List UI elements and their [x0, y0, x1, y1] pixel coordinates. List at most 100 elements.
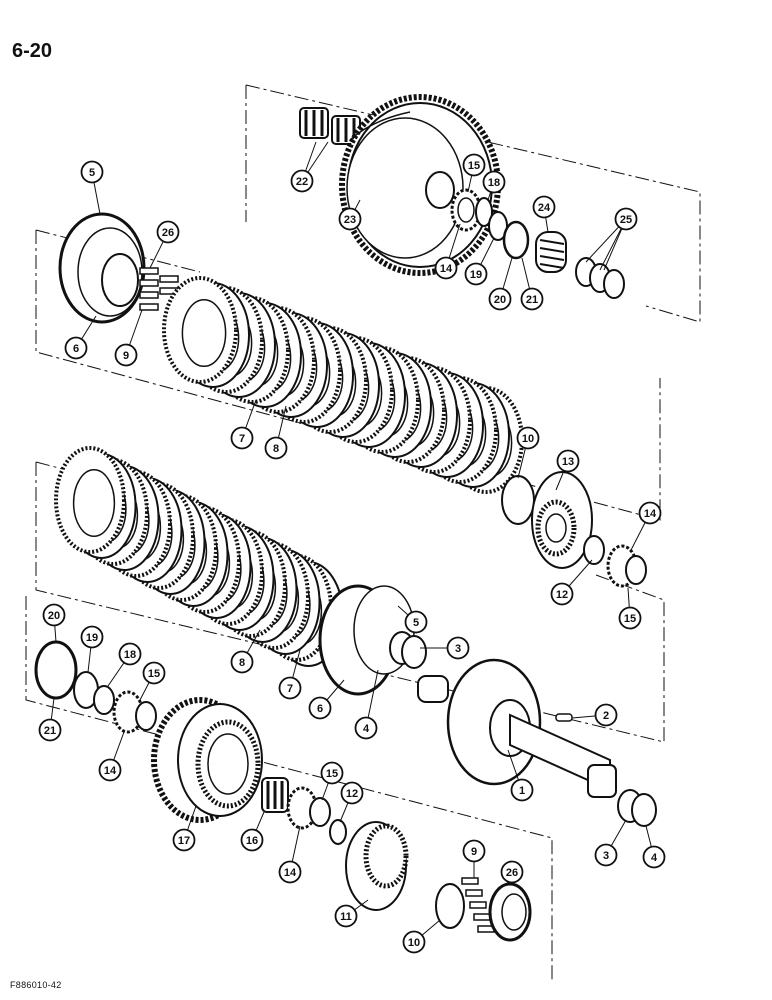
callout-number-15: 15 — [148, 668, 160, 680]
callout-circle — [642, 845, 666, 869]
callout-number-3: 3 — [455, 643, 461, 655]
callout-number-9: 9 — [471, 846, 477, 858]
lower-panel-outline — [35, 462, 665, 743]
callout-circle — [98, 758, 122, 782]
callout-circle — [532, 195, 556, 219]
callout-number-11: 11 — [340, 911, 352, 923]
callout-circle — [516, 426, 540, 450]
callout-circle — [354, 716, 378, 740]
snap-ring-18-lower — [93, 685, 115, 715]
callout-circle — [142, 661, 166, 685]
callout-circle — [64, 336, 88, 360]
callout-number-4: 4 — [363, 723, 370, 735]
seal-ring-25c — [603, 269, 625, 299]
callout-circle — [462, 839, 486, 863]
middle-assembly — [58, 212, 647, 588]
snap-ring-10-lower — [435, 883, 465, 929]
callout-circle — [278, 860, 302, 884]
callout-number-21: 21 — [44, 725, 56, 737]
callout-circle — [404, 610, 428, 634]
snap-ring-10-middle — [501, 475, 535, 525]
callout-number-6: 6 — [317, 703, 323, 715]
thrust-washer-12-middle — [583, 535, 605, 565]
callout-number-15: 15 — [624, 613, 636, 625]
callout-number-24: 24 — [538, 202, 551, 214]
callout-number-14: 14 — [440, 263, 453, 275]
callout-number-14: 14 — [644, 508, 657, 520]
callout-circle — [278, 676, 302, 700]
callout-circle — [240, 828, 264, 852]
callout-number-21: 21 — [526, 294, 538, 306]
callout-circle — [230, 426, 254, 450]
tapered-bearing-lower-left — [112, 690, 157, 734]
snap-ring-18-upper — [475, 197, 493, 227]
pin-2 — [555, 713, 573, 722]
callout-number-19: 19 — [470, 269, 482, 281]
callout-circle — [38, 718, 62, 742]
callout-circle — [520, 287, 544, 311]
callout-circle — [462, 153, 486, 177]
tapered-bearing-lower-right — [286, 786, 331, 830]
callout-circle — [594, 703, 618, 727]
callout-circle — [464, 262, 488, 286]
large-gear-23 — [339, 94, 501, 276]
callout-number-6: 6 — [73, 343, 79, 355]
callout-number-12: 12 — [346, 788, 358, 800]
callout-number-10: 10 — [408, 937, 420, 949]
callout-circle — [446, 636, 470, 660]
callout-number-8: 8 — [273, 443, 279, 455]
hub-13 — [531, 471, 593, 569]
callout-circle — [594, 843, 618, 867]
callout-circle — [156, 220, 180, 244]
callout-number-20: 20 — [494, 294, 506, 306]
callout-number-5: 5 — [413, 617, 419, 629]
friction-disc — [54, 446, 126, 554]
callout-number-5: 5 — [89, 167, 95, 179]
thrust-washer-12-lower — [329, 819, 347, 845]
callout-circle — [308, 696, 332, 720]
callout-circle — [114, 343, 138, 367]
callout-number-15: 15 — [326, 768, 338, 780]
callout-circle — [638, 501, 662, 525]
callout-number-14: 14 — [104, 765, 117, 777]
retainer-26-lower — [488, 882, 532, 942]
piston-housing-5 — [58, 212, 146, 324]
callout-number-7: 7 — [287, 683, 293, 695]
figure-reference: F886010-42 — [10, 980, 62, 990]
callout-circle — [230, 650, 254, 674]
callout-circle — [118, 642, 142, 666]
callout-circle — [264, 436, 288, 460]
callout-circle — [338, 207, 362, 231]
callout-circle — [434, 256, 458, 280]
callout-circle — [334, 904, 358, 928]
page-number: 6-20 — [12, 40, 53, 62]
callout-circle — [556, 449, 580, 473]
callout-circle — [488, 287, 512, 311]
callout-number-2: 2 — [603, 710, 609, 722]
callout-circle — [80, 160, 104, 184]
callout-number-10: 10 — [522, 433, 534, 445]
upper-assembly — [299, 94, 625, 299]
clutch-plate-stack-upper — [162, 276, 524, 494]
callout-circle — [618, 606, 642, 630]
lower-assembly — [54, 446, 657, 827]
callout-number-16: 16 — [246, 835, 258, 847]
callout-number-20: 20 — [48, 610, 60, 622]
callout-number-17: 17 — [178, 835, 190, 847]
callout-circle — [482, 170, 506, 194]
callout-number-23: 23 — [344, 214, 356, 226]
tapered-bearing-middle — [606, 544, 647, 588]
piston-24 — [535, 231, 567, 273]
callout-number-18: 18 — [488, 177, 500, 189]
shaft-1 — [417, 658, 617, 798]
callout-number-19: 19 — [86, 632, 98, 644]
callout-number-18: 18 — [124, 649, 136, 661]
callout-circle — [290, 169, 314, 193]
plate-inner-bore — [72, 468, 116, 538]
snap-ring-4-shaft — [631, 793, 657, 827]
callout-circle — [550, 582, 574, 606]
callout-circle — [42, 603, 66, 627]
drum-gear-17 — [151, 697, 263, 823]
